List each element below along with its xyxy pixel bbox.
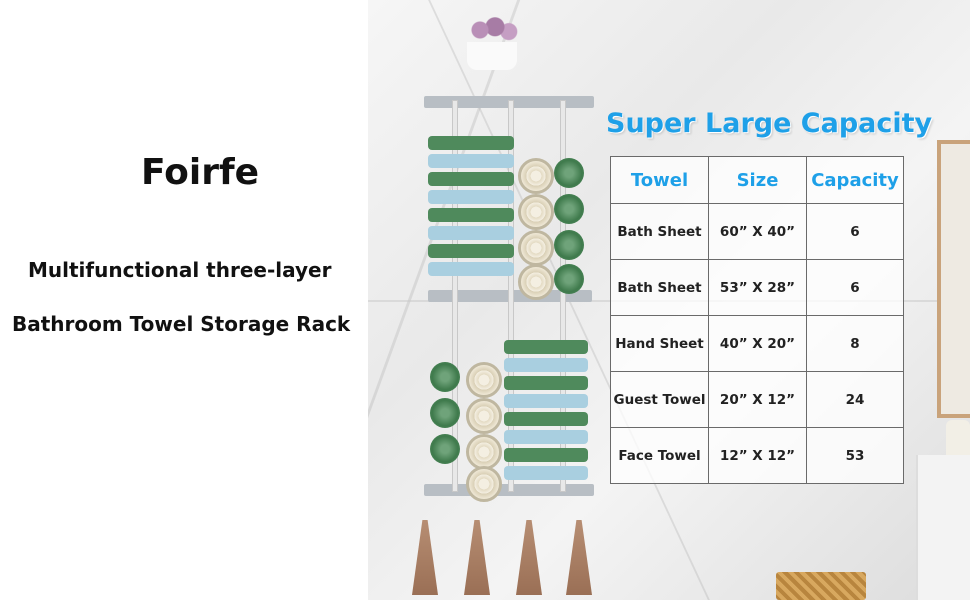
table-cell: Face Towel [610,427,709,484]
table-cell: Bath Sheet [610,259,709,316]
column-header: Towel [610,156,709,204]
hanging-towel [516,520,542,595]
capacity-table: Towel Size Capacity Bath Sheet 60” X 40”… [610,156,904,484]
table-row: Guest Towel 20” X 12” 24 [610,371,904,428]
table-cell: 40” X 20” [708,315,807,372]
towel-roll [430,362,460,392]
table-cell: 6 [806,203,904,260]
table-cell: 20” X 12” [708,371,807,428]
towel-roll [466,398,502,434]
table-cell: Hand Sheet [610,315,709,372]
towel-roll [430,434,460,464]
table-cell: Guest Towel [610,371,709,428]
table-row: Hand Sheet 40” X 20” 8 [610,315,904,372]
flower-plant [462,14,522,46]
wall-cabinet [937,140,970,418]
table-cell: 6 [806,259,904,316]
table-row: Face Towel 12” X 12” 53 [610,427,904,484]
towel-stack-lower [504,340,588,484]
table-cell: 8 [806,315,904,372]
hanging-towel [566,520,592,595]
column-header: Size [708,156,807,204]
rack-pole [508,100,514,492]
towel-stack-upper [428,136,514,280]
towel-roll [554,230,584,260]
towel-roll [554,194,584,224]
table-row: Bath Sheet 60” X 40” 6 [610,203,904,260]
table-row: Bath Sheet 53” X 28” 6 [610,259,904,316]
hanging-towel [464,520,490,595]
table-cell: 53” X 28” [708,259,807,316]
product-subtitle-line2: Bathroom Towel Storage Rack [12,312,351,336]
rack-pole [560,100,566,492]
rack-pole [452,100,458,492]
table-cell: 60” X 40” [708,203,807,260]
sink-counter [916,455,970,600]
towel-roll [430,398,460,428]
towel-roll [554,264,584,294]
capacity-title: Super Large Capacity [606,108,933,139]
towel-roll [466,362,502,398]
towel-roll [518,194,554,230]
towel-roll [466,466,502,502]
column-header: Capacity [806,156,904,204]
towel-roll [554,158,584,188]
table-cell: 24 [806,371,904,428]
table-cell: 53 [806,427,904,484]
towel-roll [518,230,554,266]
table-cell: Bath Sheet [610,203,709,260]
hanging-towel [412,520,438,595]
brand-name: Foirfe [141,152,260,193]
flower-pot [467,42,517,70]
table-header-row: Towel Size Capacity [610,156,904,204]
wicker-basket [776,572,866,600]
towel-roll [466,434,502,470]
table-cell: 12” X 12” [708,427,807,484]
towel-roll [518,264,554,300]
product-subtitle-line1: Multifunctional three-layer [28,258,332,282]
towel-roll [518,158,554,194]
